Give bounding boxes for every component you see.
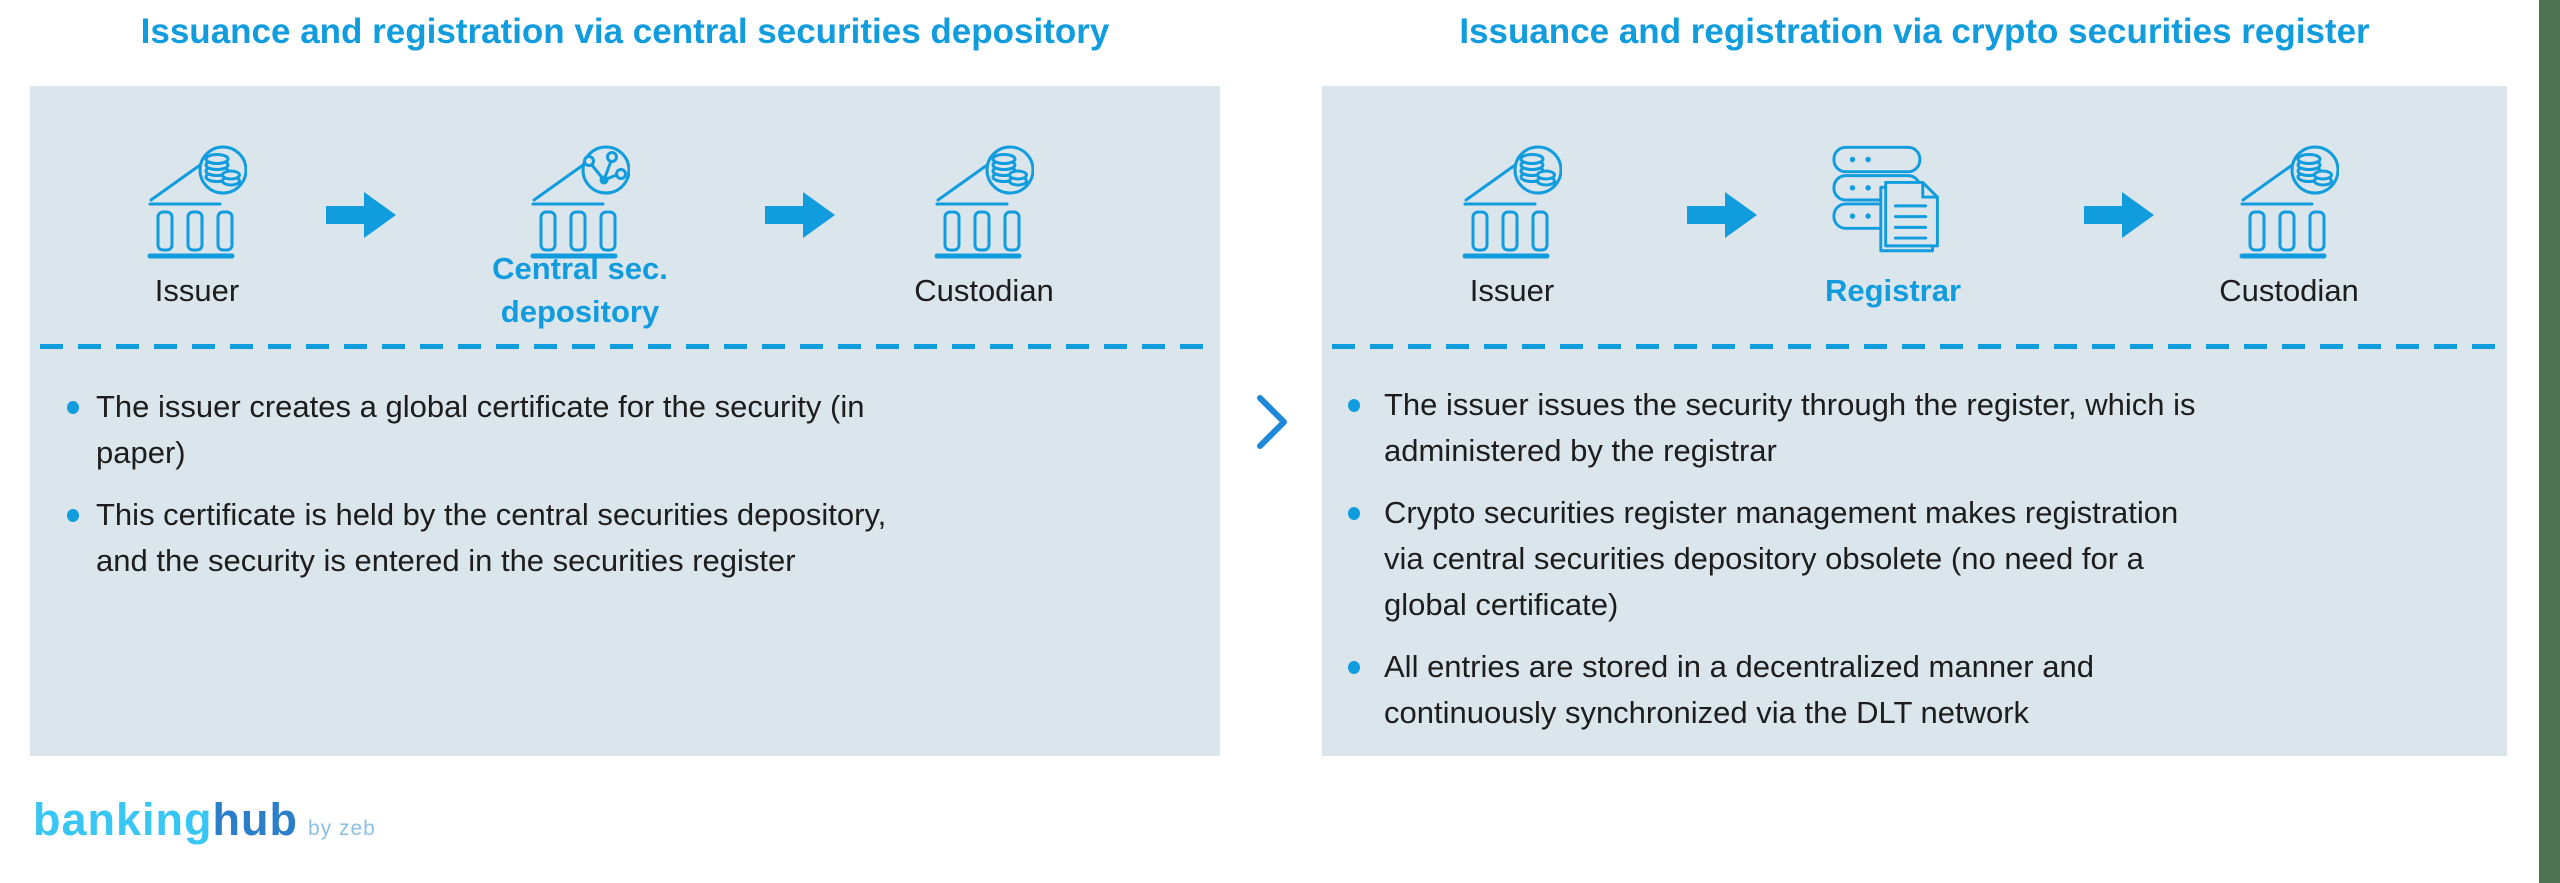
right-panel-title: Issuance and registration via crypto sec…	[1459, 12, 2370, 51]
flow-label-issuer: Issuer	[1469, 273, 1555, 308]
flow-label-central-depository: Central sec. depository	[492, 251, 668, 329]
flow-label-issuer: Issuer	[154, 273, 240, 308]
left-panel: Issuer	[30, 86, 1220, 756]
bank-network-icon	[530, 145, 630, 259]
dashed-separator	[1332, 344, 2497, 349]
left-panel-title: Issuance and registration via central se…	[140, 12, 1110, 51]
flow-label-registrar: Registrar	[1824, 273, 1962, 308]
bullet-item: The issuer creates a global certificate …	[67, 384, 1197, 476]
right-panel: Issuer	[1322, 86, 2507, 756]
left-bullet-list: The issuer creates a global certificate …	[67, 384, 1197, 600]
left-flow-item-issuer: Issuer	[67, 144, 327, 394]
flow-arrow-icon	[326, 192, 396, 238]
bullet-item: Crypto securities register management ma…	[1348, 490, 2488, 628]
chevron-right-icon	[1257, 395, 1287, 449]
right-flow-item-registrar: Registrar	[1763, 144, 2023, 394]
bank-coins-icon	[934, 145, 1034, 259]
green-accent-bar	[2539, 0, 2560, 883]
logo-word-hub: hub	[212, 794, 298, 845]
dashed-separator	[40, 344, 1210, 349]
bullet-item: This certificate is held by the central …	[67, 492, 1197, 584]
right-bullet-list: The issuer issues the security through t…	[1348, 382, 2488, 752]
bank-coins-icon	[2239, 145, 2339, 259]
right-flow-item-issuer: Issuer	[1382, 144, 1642, 394]
left-flow-item-central-depository: Central sec. depository	[450, 144, 710, 394]
right-flow-item-custodian: Custodian	[2159, 144, 2419, 394]
server-document-icon	[1832, 145, 1939, 253]
flow-label-custodian: Custodian	[914, 273, 1054, 308]
bank-coins-icon	[1462, 145, 1562, 259]
flow-arrow-icon	[2084, 192, 2154, 238]
flow-arrow-icon	[765, 192, 835, 238]
logo-byline: by zeb	[307, 817, 376, 840]
left-flow-item-custodian: Custodian	[854, 144, 1114, 394]
bank-coins-icon	[147, 145, 247, 259]
bullet-item: The issuer issues the security through t…	[1348, 382, 2488, 474]
flow-label-custodian: Custodian	[2219, 273, 2359, 308]
logo-word-banking: banking	[33, 794, 213, 845]
flow-arrow-icon	[1687, 192, 1757, 238]
bullet-item: All entries are stored in a decentralize…	[1348, 644, 2488, 736]
